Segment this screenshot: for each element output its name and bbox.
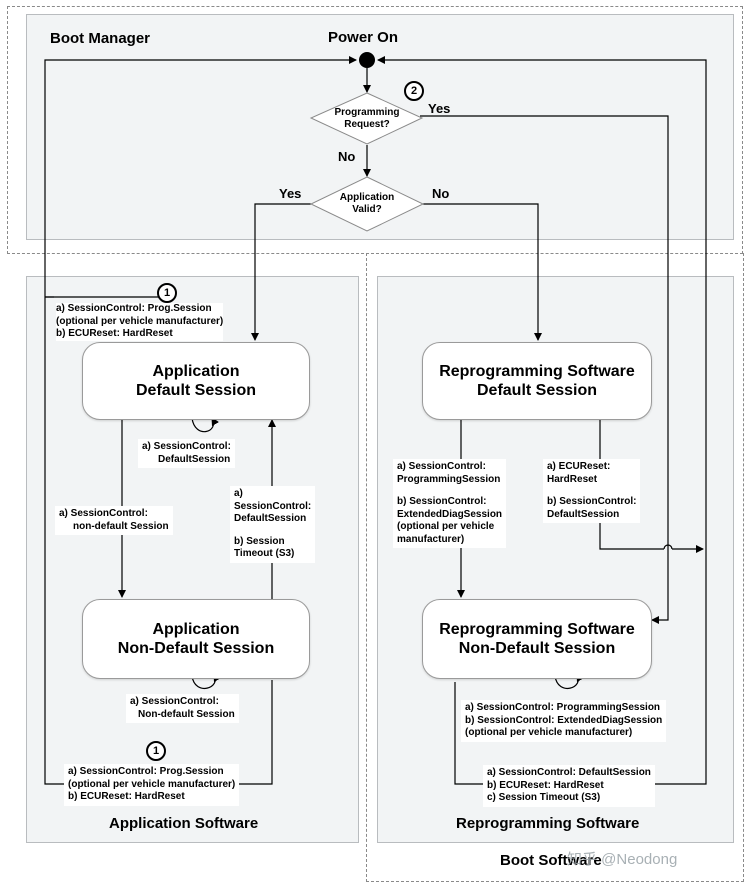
state-line: Application bbox=[152, 363, 240, 380]
badge-one-bottom: 1 bbox=[146, 741, 166, 761]
state-application-non-default-session: Application Non-Default Session bbox=[82, 599, 310, 679]
label-line: DefaultSession bbox=[158, 453, 231, 465]
app-back-to-default-label: a) SessionControl: DefaultSession b) Ses… bbox=[230, 486, 316, 563]
badge-two: 2 bbox=[404, 81, 424, 101]
reprog-to-nondefault-label: a) SessionControl: ProgrammingSession b)… bbox=[393, 459, 507, 548]
label-line: b) Session bbox=[234, 535, 285, 547]
label-line: b) SessionControl: bbox=[397, 496, 487, 507]
label-line bbox=[547, 486, 636, 496]
state-line: Default Session bbox=[476, 382, 598, 399]
boot-manager-dashed-border bbox=[7, 6, 743, 254]
state-line: Non-Default Session bbox=[117, 640, 275, 657]
power-on-label: Power On bbox=[328, 29, 399, 46]
state-reprogramming-default-session: Reprogramming Software Default Session bbox=[422, 342, 652, 420]
label-line: b) ECUReset: HardReset bbox=[68, 791, 185, 802]
label-line: HardReset bbox=[547, 473, 598, 485]
boot-software-title: Boot Software bbox=[500, 852, 602, 869]
application-valid-decision: Application Valid? bbox=[327, 192, 407, 216]
app-to-nondefault-label: a) SessionControl: non-default Session bbox=[55, 506, 173, 535]
badge-one-top: 1 bbox=[157, 283, 177, 303]
bottom-left-exit-label: a) SessionControl: Prog.Session (optiona… bbox=[64, 764, 240, 806]
label-line: non-default Session bbox=[73, 520, 169, 532]
label-line: a) SessionControl: bbox=[397, 461, 486, 472]
app-valid-yes-label: Yes bbox=[279, 186, 302, 201]
label-line: SessionControl: bbox=[234, 500, 312, 512]
label-line: (optional per vehicle manufacturer) bbox=[56, 315, 224, 327]
label-line: (optional per vehicle bbox=[397, 521, 495, 532]
boot-software-dashed-border bbox=[366, 253, 744, 882]
label-line: a) SessionControl: bbox=[142, 441, 231, 452]
reprog-reset-label: a) ECUReset: HardReset b) SessionControl… bbox=[543, 459, 641, 523]
label-line: a) SessionControl: Prog.Session bbox=[68, 766, 224, 777]
state-line: Application bbox=[152, 621, 240, 638]
application-software-title: Application Software bbox=[109, 815, 259, 832]
label-line: a) SessionControl: DefaultSession bbox=[487, 767, 651, 778]
label-line: a) SessionControl: ProgrammingSession bbox=[465, 702, 661, 713]
decision-line: Request? bbox=[344, 119, 390, 130]
app-default-self-label: a) SessionControl: DefaultSession bbox=[138, 439, 235, 468]
state-application-default-session: Application Default Session bbox=[82, 342, 310, 420]
reprog-exit-label: a) SessionControl: DefaultSession b) ECU… bbox=[483, 765, 655, 807]
state-line: Reprogramming Software bbox=[439, 363, 635, 380]
decision-line: Application bbox=[339, 192, 395, 203]
state-line: Default Session bbox=[135, 382, 257, 399]
label-line: b) ECUReset: HardReset bbox=[487, 779, 604, 791]
label-line: a) SessionControl: bbox=[59, 508, 148, 519]
top-left-exit-label: a) SessionControl: Prog.Session (optiona… bbox=[56, 303, 224, 341]
state-line: Reprogramming Software bbox=[439, 621, 635, 638]
label-line: Non-default Session bbox=[138, 708, 235, 720]
label-line: a) ECUReset: bbox=[547, 461, 611, 472]
label-line: (optional per vehicle manufacturer) bbox=[68, 778, 236, 790]
label-line: ProgrammingSession bbox=[397, 473, 501, 485]
label-line: b) SessionControl: bbox=[547, 496, 637, 507]
label-line bbox=[234, 526, 311, 536]
label-line: b) SessionControl: ExtendedDiagSession bbox=[465, 714, 663, 726]
state-line: Non-Default Session bbox=[458, 640, 616, 657]
app-nondefault-self-label: a) SessionControl: Non-default Session bbox=[126, 694, 239, 723]
label-line: DefaultSession bbox=[547, 508, 620, 520]
boot-manager-title: Boot Manager bbox=[50, 30, 151, 47]
prog-request-yes-label: Yes bbox=[428, 101, 451, 116]
state-reprogramming-non-default-session: Reprogramming Software Non-Default Sessi… bbox=[422, 599, 652, 679]
label-line: c) Session Timeout (S3) bbox=[487, 792, 601, 803]
app-valid-no-label: No bbox=[432, 186, 450, 201]
decision-line: Programming bbox=[334, 107, 400, 118]
prog-request-no-label: No bbox=[338, 149, 356, 164]
label-line: ExtendedDiagSession bbox=[397, 508, 503, 520]
label-line: a) SessionControl: Prog.Session bbox=[56, 303, 212, 314]
label-line: Timeout (S3) bbox=[234, 548, 295, 559]
programming-request-decision: Programming Request? bbox=[327, 107, 407, 131]
watermark: 知乎 @Neodong bbox=[567, 851, 678, 868]
label-line: a) SessionControl: bbox=[130, 696, 219, 707]
label-line: (optional per vehicle manufacturer) bbox=[465, 727, 633, 738]
label-line: b) ECUReset: HardReset bbox=[56, 328, 173, 339]
label-line: manufacturer) bbox=[397, 533, 465, 545]
label-line bbox=[397, 486, 502, 496]
reprog-nondefault-self-label: a) SessionControl: ProgrammingSession b)… bbox=[461, 700, 667, 742]
label-line: a) bbox=[234, 488, 243, 499]
label-line: DefaultSession bbox=[234, 513, 307, 524]
reprogramming-software-title: Reprogramming Software bbox=[456, 815, 640, 832]
decision-line: Valid? bbox=[352, 204, 382, 215]
